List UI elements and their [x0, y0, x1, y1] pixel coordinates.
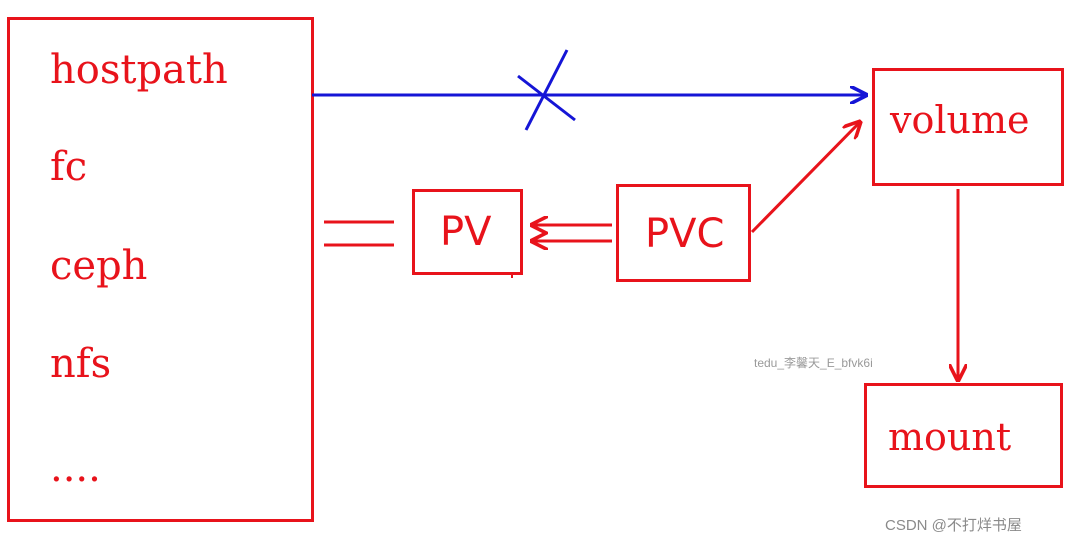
source-nfs: nfs — [50, 341, 112, 387]
pvc-label: PVC — [645, 211, 725, 257]
source-hostpath: hostpath — [50, 47, 228, 93]
equals-sign — [324, 220, 394, 247]
pvc-box — [616, 184, 751, 282]
source-more: .... — [50, 445, 101, 491]
center-watermark: tedu_李馨天_E_bfvk6i — [754, 356, 873, 370]
pvc-to-pv-double-arrow — [532, 225, 612, 241]
volume-box — [872, 68, 1064, 186]
corner-watermark: CSDN @不打烊书屋 — [885, 517, 1022, 534]
volume-label: volume — [890, 98, 1030, 142]
mount-label: mount — [888, 415, 1012, 459]
pv-box — [412, 189, 523, 275]
pv-label: PV — [440, 209, 492, 255]
storage-sources-box — [7, 17, 314, 522]
source-fc: fc — [50, 144, 88, 190]
source-ceph: ceph — [50, 243, 148, 289]
pvc-to-volume-arrow — [750, 122, 860, 234]
blocked-cross-mark — [517, 49, 576, 131]
mount-box — [864, 383, 1063, 488]
